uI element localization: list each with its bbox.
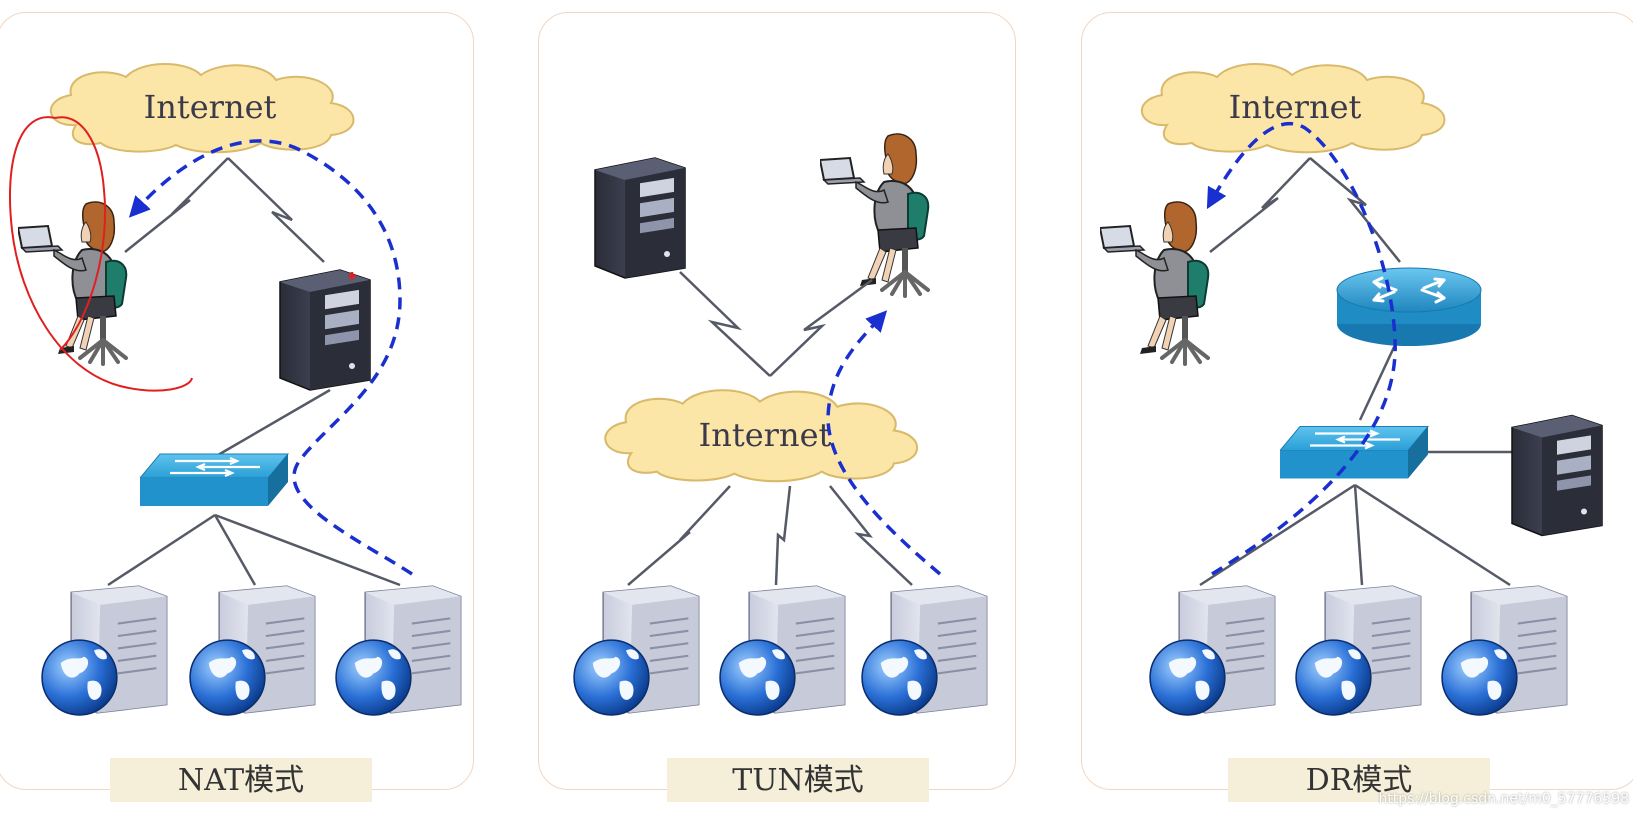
dr-link-switch-rs3 — [1354, 483, 1511, 587]
dr-director-server-icon — [1511, 414, 1603, 537]
tun-client-user-icon — [820, 132, 931, 298]
dr-response-flow-arrow — [1206, 121, 1397, 576]
tun-diagram: Internet — [573, 132, 988, 716]
nat-director-marker-icon — [348, 272, 356, 280]
nat-client-user-icon — [18, 200, 129, 366]
nat-switch-icon — [140, 452, 290, 508]
nat-response-flow-arrow — [128, 139, 413, 576]
dr-router-icon — [1335, 266, 1483, 348]
tun-real-server-3-icon — [861, 585, 988, 716]
nat-link-switch-rs1 — [107, 513, 216, 587]
nat-diagram: Internet — [8, 62, 462, 716]
nat-director-server-icon — [279, 269, 371, 391]
tun-real-server-1-icon — [573, 585, 700, 716]
dr-client-user-icon — [1100, 200, 1211, 366]
tun-link-cloud-rs2 — [774, 485, 792, 586]
tun-director-server-icon — [594, 157, 686, 279]
dr-real-server-3-icon — [1441, 585, 1568, 716]
tun-response-flow-arrow — [826, 310, 942, 576]
dr-internet-label: Internet — [1229, 88, 1362, 126]
nat-real-server-2-icon — [189, 585, 316, 716]
tun-link-cloud-client — [769, 278, 873, 377]
nat-link-switch-rs2 — [213, 514, 257, 586]
nat-link-director-switch — [217, 388, 331, 457]
dr-link-router-switch — [1358, 344, 1397, 421]
dr-link-cloud-client — [1209, 157, 1311, 253]
nat-link-cloud-client — [124, 157, 229, 253]
nat-internet-label: Internet — [144, 88, 277, 126]
tun-mode-label: TUN模式 — [667, 758, 929, 802]
dr-mode-label: DR模式 — [1228, 758, 1490, 802]
dr-real-server-1-icon — [1149, 585, 1276, 716]
nat-link-cloud-director — [227, 157, 325, 263]
dr-link-switch-rs1 — [1199, 483, 1356, 587]
dr-diagram: Internet — [1100, 62, 1603, 716]
nat-mode-label: NAT模式 — [110, 758, 372, 802]
tun-link-cloud-rs3 — [829, 485, 913, 586]
tun-link-cloud-rs1 — [627, 485, 731, 586]
dr-link-cloud-router — [1309, 157, 1401, 263]
tun-real-server-2-icon — [719, 585, 846, 716]
nat-link-switch-rs3 — [214, 513, 401, 587]
dr-link-switch-rs2 — [1353, 484, 1364, 586]
dr-switch-icon — [1280, 425, 1430, 480]
tun-internet-label: Internet — [699, 416, 832, 454]
dr-real-server-2-icon — [1295, 585, 1422, 716]
nat-client-annotation-circle — [8, 116, 193, 392]
nat-real-server-3-icon — [335, 585, 462, 716]
nat-real-server-1-icon — [41, 585, 168, 716]
watermark-url: https://blog.csdn.net/m0_57776598 — [1378, 791, 1629, 807]
tun-link-director-cloud — [679, 271, 771, 377]
